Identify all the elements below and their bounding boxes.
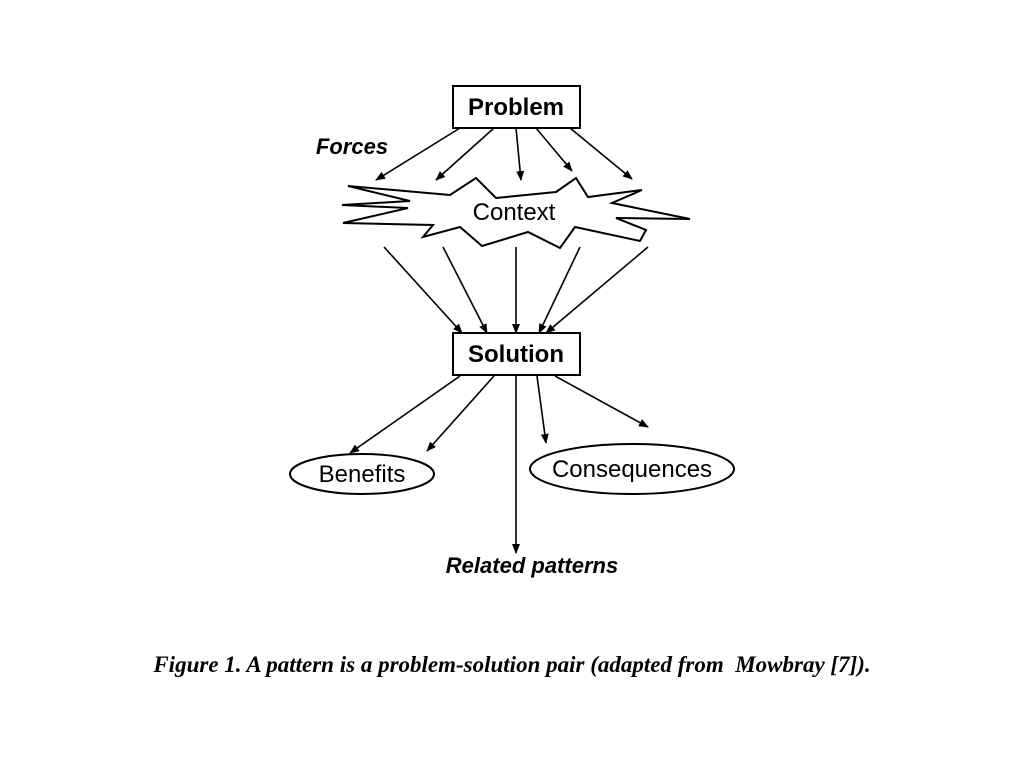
benefits-arrow [426, 375, 495, 452]
solution-node: Solution [452, 332, 581, 376]
context-to-solution-arrows [383, 246, 649, 334]
force-arrow [375, 127, 461, 181]
benefits-node: Benefits [289, 453, 435, 495]
figure-caption: Figure 1. A pattern is a problem-solutio… [153, 652, 871, 677]
related-patterns-label: Related patterns [446, 553, 618, 578]
consequences-arrow [554, 375, 649, 428]
context-arrow [545, 246, 649, 334]
benefits-arrow [349, 375, 461, 454]
force-arrow [535, 127, 573, 172]
problem-box [452, 85, 581, 129]
force-arrow [435, 127, 495, 181]
benefits-label: Benefits [319, 461, 406, 488]
context-starburst [341, 176, 691, 250]
solution-box [452, 332, 581, 376]
problem-to-context-arrows [375, 127, 633, 181]
consequences-node: Consequences [529, 443, 735, 495]
context-arrow [442, 246, 488, 334]
problem-label: Problem [468, 94, 564, 121]
force-arrow [569, 127, 633, 180]
forces-label: Forces [316, 134, 388, 159]
consequences-label: Consequences [552, 456, 712, 483]
consequences-arrow [536, 375, 549, 444]
solution-label: Solution [468, 341, 564, 368]
context-arrow [383, 246, 463, 334]
force-arrow [515, 127, 525, 181]
context-label: Context [473, 199, 556, 226]
context-arrow [538, 246, 581, 334]
consequences-ellipse [529, 443, 735, 495]
solution-outcome-arrows [349, 375, 649, 554]
problem-node: Problem [452, 85, 581, 129]
context-node: Context [341, 176, 691, 250]
benefits-ellipse [289, 453, 435, 495]
